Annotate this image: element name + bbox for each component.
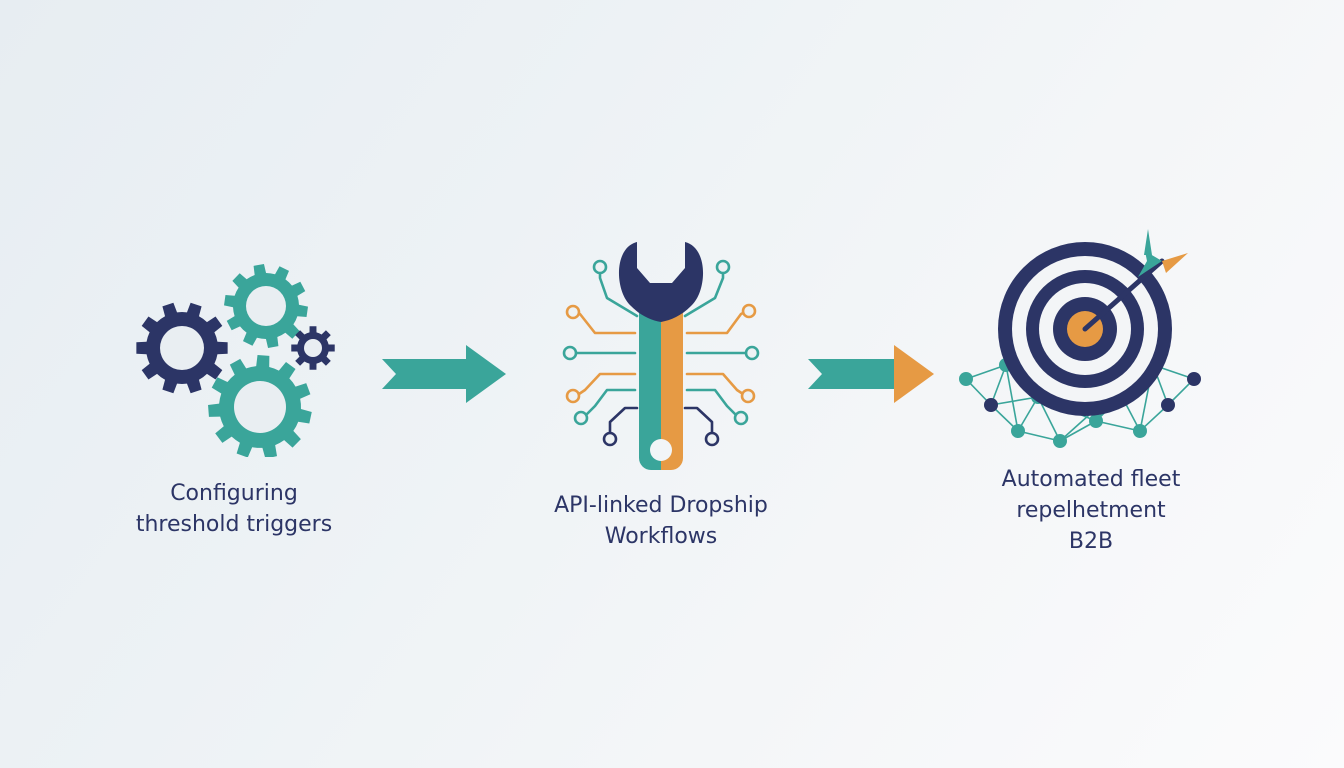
step-caption-api: API-linked Dropship Workflows: [530, 490, 792, 552]
target-network-icon: [959, 229, 1201, 448]
caption-line: B2B: [1068, 529, 1114, 554]
caption-line: threshold triggers: [135, 512, 333, 537]
caption-line: Workflows: [604, 524, 718, 549]
gears-icon: [136, 264, 335, 457]
arrow-right-icon: [382, 345, 506, 403]
step-caption-replenish: Automated fleet repelhetment B2B: [960, 464, 1222, 557]
caption-line: API-linked Dropship: [554, 493, 768, 518]
caption-line: repelhetment: [1016, 498, 1166, 523]
arrow-right-icon: [808, 345, 934, 403]
step-caption-configure: Configuring threshold triggers: [118, 478, 350, 540]
wrench-circuit-icon: [562, 242, 760, 470]
caption-line: Configuring: [170, 481, 298, 506]
caption-line: Automated fleet: [1001, 467, 1181, 492]
